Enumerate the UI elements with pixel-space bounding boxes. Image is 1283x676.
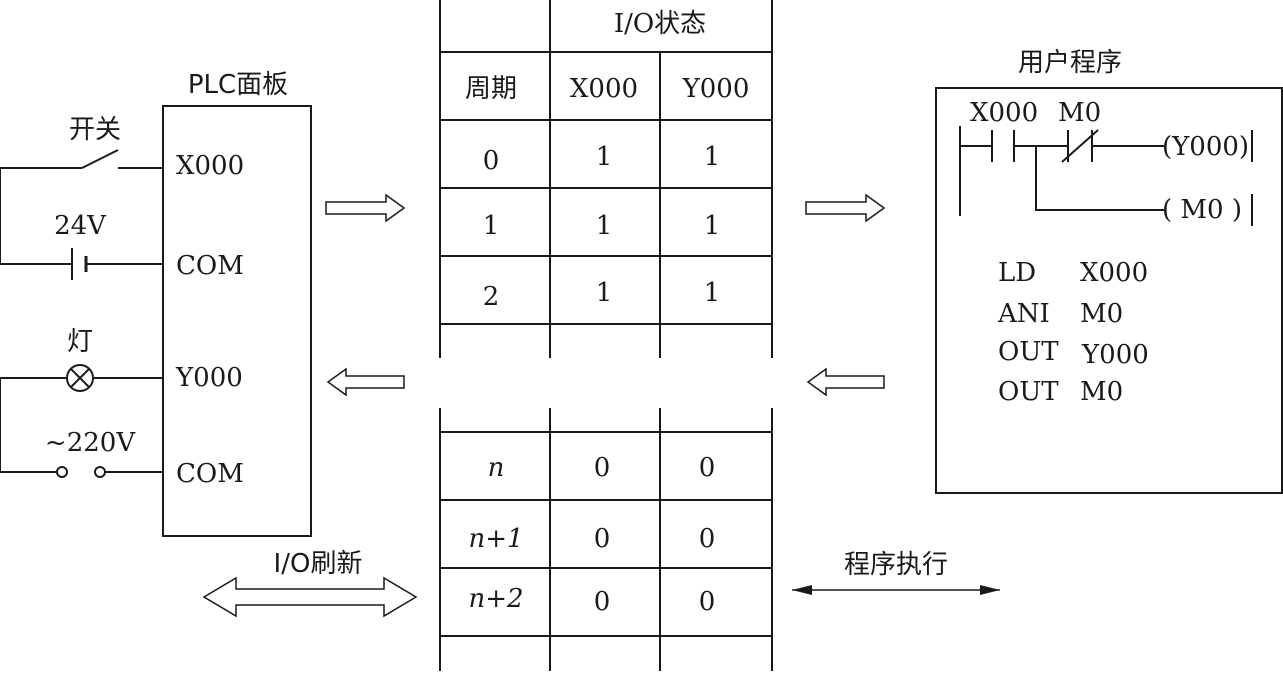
table-cell: 0 <box>699 524 716 554</box>
table-cell: 1 <box>704 211 721 241</box>
table-cell: 0 <box>594 524 611 554</box>
instruction-arg: M0 <box>1080 299 1123 329</box>
switch-icon <box>81 149 119 169</box>
instruction-list: LD X000 ANI M0 OUT Y000 OUT M0 <box>997 258 1149 407</box>
col-header-y000: Y000 <box>682 74 750 104</box>
table-cell: 0 <box>594 453 611 483</box>
program-title: 用户程序 <box>1018 48 1122 78</box>
table-cell: 1 <box>704 278 721 308</box>
instruction-arg: M0 <box>1080 377 1123 407</box>
arrow-left-icon <box>806 367 885 397</box>
table-cell: 1 <box>596 211 613 241</box>
table-cell: n+2 <box>468 584 523 614</box>
table-cell: 2 <box>483 282 500 312</box>
lamp-icon <box>66 364 94 392</box>
program-exec-label: 程序执行 <box>844 550 948 580</box>
arrow-right-icon <box>325 193 406 223</box>
arrow-left-icon <box>326 367 405 397</box>
instruction-op: OUT <box>998 337 1059 367</box>
program-box <box>935 87 1283 494</box>
io-state-header: I/O状态 <box>614 9 706 39</box>
battery-label: 24V <box>54 211 107 241</box>
io-refresh-label: I/O刷新 <box>274 549 363 579</box>
double-arrow-icon <box>202 576 418 618</box>
table-cell: 0 <box>699 453 716 483</box>
terminal-x000: X000 <box>176 151 244 181</box>
table-cell: n+1 <box>468 524 523 554</box>
ladder-diagram: X000 M0 (Y000) ( M0 ) <box>959 98 1253 226</box>
ladder-contact-m0-label: M0 <box>1058 98 1101 128</box>
ac-source-label: ~220V <box>45 428 136 458</box>
ladder-contact-x000-label: X000 <box>970 98 1038 128</box>
instruction-arg: Y000 <box>1081 340 1149 370</box>
output-circuit: 灯 ~220V <box>0 327 163 478</box>
table-cell: n <box>488 453 505 483</box>
contact-no-icon <box>991 130 1015 162</box>
io-state-table: I/O状态 周期 X000 Y000 0 1 1 1 1 1 2 1 1 n 0… <box>439 0 773 671</box>
ac-terminal-icon <box>56 466 68 478</box>
terminal-y000: Y000 <box>175 363 243 393</box>
arrow-right-icon <box>805 193 886 223</box>
col-header-x000: X000 <box>570 74 638 104</box>
ac-terminal-icon <box>94 466 106 478</box>
table-cell: 0 <box>483 146 500 176</box>
plc-panel-box <box>162 105 312 537</box>
instruction-op: OUT <box>998 377 1059 407</box>
instruction-op: LD <box>998 258 1036 288</box>
lamp-label: 灯 <box>67 327 93 357</box>
table-cell: 0 <box>699 587 716 617</box>
input-circuit: 开关 24V <box>0 115 163 280</box>
instruction-arg: X000 <box>1080 258 1148 288</box>
plc-panel-title: PLC面板 <box>188 70 288 100</box>
terminal-com-2: COM <box>176 459 244 489</box>
ladder-coil-m0: ( M0 ) <box>1162 195 1242 225</box>
double-arrow-icon <box>792 585 1000 595</box>
table-cell: 1 <box>596 142 613 172</box>
col-header-cycle: 周期 <box>465 74 517 104</box>
table-cell: 0 <box>594 587 611 617</box>
ladder-coil-y000: (Y000) <box>1162 132 1249 162</box>
terminal-com-1: COM <box>176 251 244 281</box>
table-cell: 1 <box>596 278 613 308</box>
table-cell: 1 <box>704 142 721 172</box>
table-cell: 1 <box>483 211 500 241</box>
instruction-op: ANI <box>997 299 1050 329</box>
switch-label: 开关 <box>69 115 121 145</box>
